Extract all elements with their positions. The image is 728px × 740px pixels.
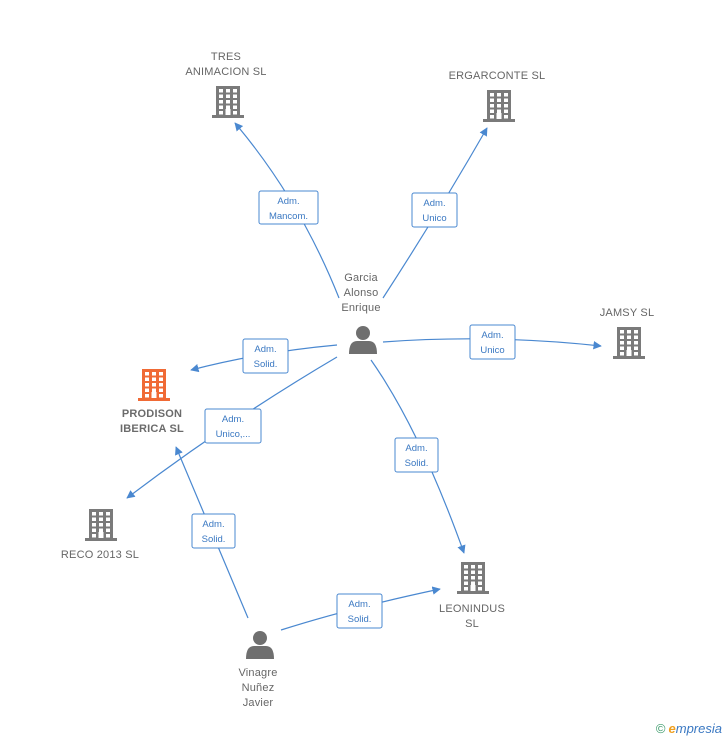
edge-label-text: Unico,... bbox=[216, 429, 251, 440]
edge-label-text: Solid. bbox=[254, 359, 278, 370]
building-icon bbox=[457, 562, 489, 594]
building-icon bbox=[212, 86, 244, 118]
copyright-symbol: © bbox=[655, 721, 666, 736]
building-icon bbox=[138, 369, 170, 401]
node-label: ANIMACION SL bbox=[185, 66, 266, 78]
brand-watermark[interactable]: ©empresia bbox=[656, 721, 722, 736]
edge-label-text: Adm. bbox=[423, 198, 445, 209]
node-label: Javier bbox=[243, 697, 274, 709]
building-icon bbox=[85, 509, 117, 541]
edge-label-box[interactable] bbox=[394, 437, 439, 473]
edge-label-text: Adm. bbox=[202, 519, 224, 530]
node-reco[interactable]: RECO 2013 SL bbox=[61, 509, 139, 561]
edge-garcia-leonindus[interactable]: Adm. Solid. bbox=[370, 359, 466, 554]
node-ergarconte[interactable]: ERGARCONTE SL bbox=[449, 70, 546, 122]
edge-label-text: Solid. bbox=[348, 614, 372, 625]
brand-initial: e bbox=[668, 721, 676, 736]
edge-label-box[interactable] bbox=[191, 513, 236, 549]
edge-label-box[interactable] bbox=[469, 324, 516, 360]
person-icon bbox=[349, 326, 377, 354]
edge-garcia-ergarconte[interactable]: Adm. Unico bbox=[382, 127, 488, 299]
edge-garcia-jamsy[interactable]: Adm. Unico bbox=[382, 324, 602, 360]
node-label: TRES bbox=[211, 51, 241, 63]
node-label: Vinagre bbox=[238, 667, 277, 679]
node-label: IBERICA SL bbox=[120, 423, 184, 435]
edge-garcia-reco[interactable]: Adm. Unico,... bbox=[126, 356, 338, 499]
node-jamsy[interactable]: JAMSY SL bbox=[600, 307, 655, 359]
node-label: JAMSY SL bbox=[600, 307, 655, 319]
node-label: PRODISON bbox=[122, 408, 182, 420]
edge-label-box[interactable] bbox=[411, 192, 458, 228]
node-tres[interactable]: TRES ANIMACION SL bbox=[185, 51, 266, 118]
node-label: RECO 2013 SL bbox=[61, 549, 139, 561]
node-leonindus[interactable]: LEONINDUS SL bbox=[439, 562, 505, 630]
edge-label-box[interactable] bbox=[336, 593, 383, 629]
edge-label-text: Adm. bbox=[405, 443, 427, 454]
edge-garcia-prodison[interactable]: Adm. Solid. bbox=[190, 338, 338, 374]
edge-label-text: Unico bbox=[422, 213, 446, 224]
edge-label-box[interactable] bbox=[242, 338, 289, 374]
node-label: Alonso bbox=[344, 287, 379, 299]
edge-label-text: Adm. bbox=[277, 196, 299, 207]
building-icon bbox=[483, 90, 515, 122]
edge-label-text: Unico bbox=[480, 345, 504, 356]
edge-label-box[interactable] bbox=[258, 190, 319, 225]
building-icon bbox=[613, 327, 645, 359]
edge-label-text: Adm. bbox=[348, 599, 370, 610]
edge-vinagre-leonindus[interactable]: Adm. Solid. bbox=[280, 586, 441, 631]
edge-label-text: Mancom. bbox=[269, 211, 308, 222]
edge-label-text: Solid. bbox=[202, 534, 226, 545]
edge-label-text: Solid. bbox=[405, 458, 429, 469]
node-label: Enrique bbox=[341, 302, 380, 314]
edge-label-text: Adm. bbox=[222, 414, 244, 425]
node-label: LEONINDUS bbox=[439, 603, 505, 615]
edge-garcia-tres[interactable]: Adm. Mancom. bbox=[234, 122, 340, 299]
edge-vinagre-prodison[interactable]: Adm. Solid. bbox=[175, 446, 249, 619]
person-icon bbox=[246, 631, 274, 659]
node-prodison[interactable]: PRODISON IBERICA SL bbox=[120, 369, 184, 435]
edge-label-text: Adm. bbox=[481, 330, 503, 341]
brand-name: mpresia bbox=[675, 721, 722, 736]
node-label: SL bbox=[465, 618, 479, 630]
edge-label-box[interactable] bbox=[204, 408, 262, 444]
node-label: ERGARCONTE SL bbox=[449, 70, 546, 82]
node-label: Garcia bbox=[344, 272, 378, 284]
node-label: Nuñez bbox=[242, 682, 275, 694]
edge-label-text: Adm. bbox=[254, 344, 276, 355]
